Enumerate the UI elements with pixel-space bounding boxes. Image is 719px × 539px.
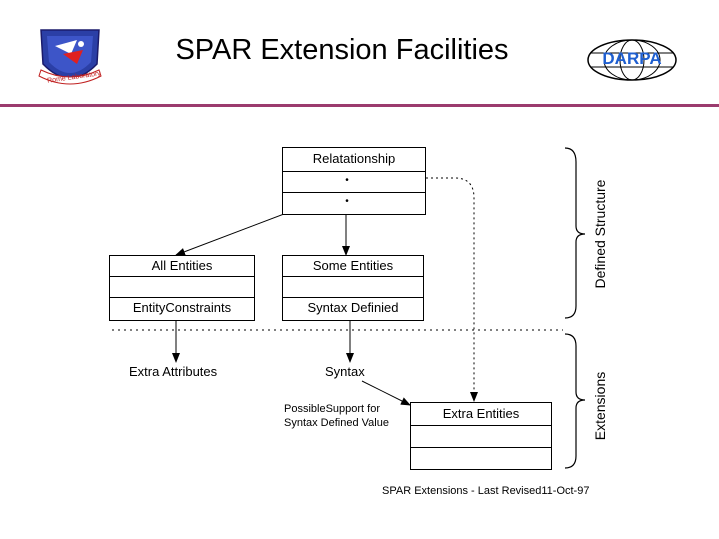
entity-constraints-row: EntityConstraints (132, 300, 232, 315)
header-divider (0, 104, 719, 107)
extra-entities-row (411, 448, 551, 469)
bracket-extensions (564, 333, 586, 469)
darpa-logo-text: DARPA (602, 49, 662, 68)
all-entities-row (110, 277, 254, 298)
syntax-definied-row: Syntax Definied (307, 300, 399, 315)
shield-icon (38, 29, 102, 85)
all-entities-box: All Entities EntityConstraints (109, 255, 255, 321)
arrow-syntax-to-extra-entities (361, 380, 411, 406)
darpa-logo: DARPA (586, 38, 678, 82)
page-title: SPAR Extension Facilities (175, 34, 509, 66)
defined-structure-label: Defined Structure (592, 179, 608, 289)
footer-revision-text: SPAR Extensions - Last Revised11-Oct-97 (382, 485, 590, 497)
extra-entities-row (411, 426, 551, 448)
defined-structure-label-wrap: Defined Structure (540, 180, 660, 289)
some-entities-box: Some Entities Syntax Definied (282, 255, 424, 321)
extra-attributes-label: Extra Attributes (129, 364, 218, 379)
possible-support-line-1: PossibleSupport for (284, 403, 380, 415)
possible-support-line-2: Syntax Defined Value (284, 417, 389, 429)
extensions-label: Extensions (592, 371, 608, 441)
relationship-row: • (345, 196, 349, 207)
all-entities-title: All Entities (110, 256, 254, 277)
extra-entities-box: Extra Entities (410, 402, 552, 470)
rome-lab-logo: Rome Laboratory (33, 24, 107, 92)
some-entities-title: Some Entities (283, 256, 423, 277)
possible-support-label: PossibleSupport for Syntax Defined Value (284, 402, 389, 430)
relationship-box: Relatationship • • (282, 147, 426, 215)
bracket-defined-structure (564, 147, 586, 319)
extra-entities-title: Extra Entities (411, 403, 551, 426)
extensions-label-wrap: Extensions (550, 372, 650, 440)
relationship-title: Relatationship (283, 148, 425, 172)
dotted-arrow-to-extra-entities (346, 177, 478, 402)
globe-icon (587, 39, 677, 81)
some-entities-row (283, 277, 423, 298)
syntax-label: Syntax (325, 364, 365, 379)
relationship-row: • (283, 172, 425, 193)
